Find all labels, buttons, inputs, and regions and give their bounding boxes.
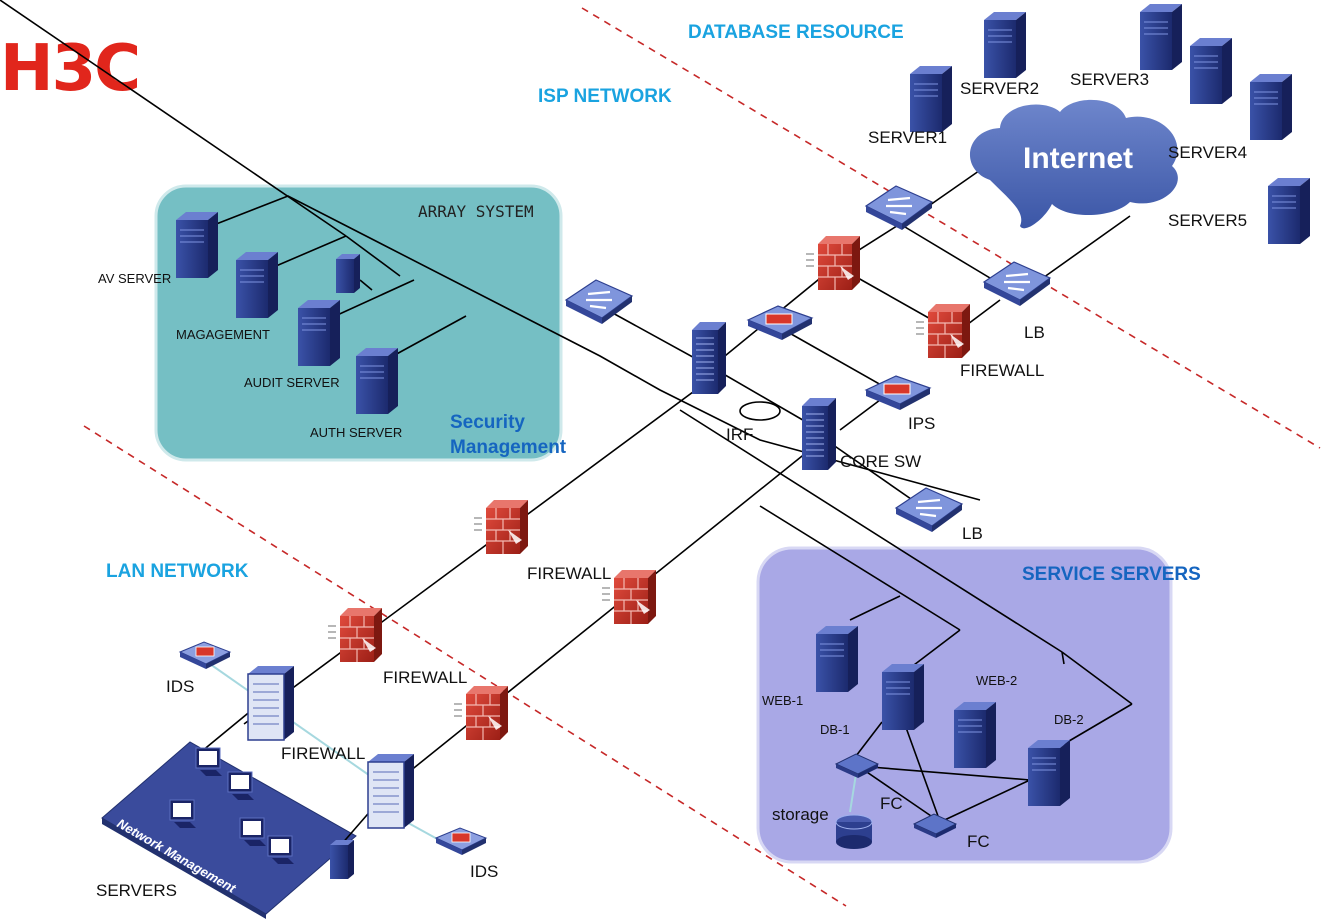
core-sw-label: CORE SW [840,452,921,471]
ids-a-icon [179,641,231,670]
fc1-label: FC [880,794,903,813]
firewall-b-label: FIREWALL [383,668,467,687]
server2-label: SERVER2 [960,79,1039,98]
array-system-label: ARRAY SYSTEM [418,202,534,221]
server1-label: SERVER1 [868,128,947,147]
management-server-icon [235,251,279,319]
server5-icon [1267,177,1311,245]
storage-label: storage [772,805,829,824]
nm-server-icon [330,840,354,879]
lb-top-label: LB [1024,323,1045,342]
server3-label: SERVER3 [1070,70,1149,89]
zone-label-isp: ISP NETWORK [538,86,672,107]
zone-label-security-1: Security [450,412,525,433]
db2-server-icon [1027,739,1071,807]
db1-server-icon [881,663,925,731]
web2-server-icon [953,701,997,769]
firewall-c-label: FIREWALL [281,744,365,763]
connections [0,0,1133,847]
audit-server-label: AUDIT SERVER [244,375,340,390]
isp-firewall-icon [805,235,861,291]
firewall-d-icon [453,685,509,741]
web1-server-icon [815,625,859,693]
server5-label: SERVER5 [1168,211,1247,230]
core-switch-a-icon [691,321,727,395]
array-node-icon [336,254,360,293]
server4-label: SERVER4 [1168,143,1247,162]
web2-label: WEB-2 [976,673,1017,688]
isp-boundary [581,7,1321,449]
server1-icon [909,65,953,133]
av-server-icon [175,211,219,279]
lb-mid-label: LB [962,524,983,543]
irf-label: IRF [726,425,753,444]
h3c-logo: H3C [0,32,141,106]
servers-label: SERVERS [96,881,177,900]
ips-label: IPS [908,414,935,433]
ids-b-icon [435,827,487,856]
lan-firewall-chassis-a-icon [247,665,295,741]
av-server-label: AV SERVER [98,271,171,286]
audit-server-icon [297,299,341,367]
auth-server-icon [355,347,399,415]
core-switch-b-icon [801,397,837,471]
ids-a-label: IDS [166,677,194,696]
ips-upper-icon [747,305,813,341]
firewall-top-label: FIREWALL [960,361,1044,380]
auth-server-label: AUTH SERVER [310,425,402,440]
management-label: MAGAGEMENT [176,327,270,342]
storage-icon [835,814,873,849]
zone-label-security-2: Management [450,437,567,458]
fc2-label: FC [967,832,990,851]
lb-top-icon [982,260,1052,308]
zone-label-lan: LAN NETWORK [106,561,249,582]
server4-icon [1249,73,1293,141]
firewall-top-icon [915,303,971,359]
ids-b-label: IDS [470,862,498,881]
server2-icon [983,11,1027,79]
server4a-icon [1189,37,1233,105]
internet-cloud: Internet [969,99,1178,229]
lan-firewall-chassis-b-icon [367,753,415,829]
zone-boundaries [83,7,1321,907]
internet-label: Internet [1023,142,1133,175]
isp-lb-icon [864,184,934,232]
web1-label: WEB-1 [762,693,803,708]
firewall-c-icon [327,607,383,663]
zone-label-service: SERVICE SERVERS [1022,564,1201,585]
firewall-a-label: FIREWALL [527,564,611,583]
firewall-a-icon [473,499,529,555]
network-management-platform [101,741,357,919]
zone-label-database: DATABASE RESOURCE [688,22,904,43]
db1-label: DB-1 [820,722,850,737]
db2-label: DB-2 [1054,712,1084,727]
server3-icon [1139,3,1183,71]
brand-logo: H3C [0,32,139,106]
